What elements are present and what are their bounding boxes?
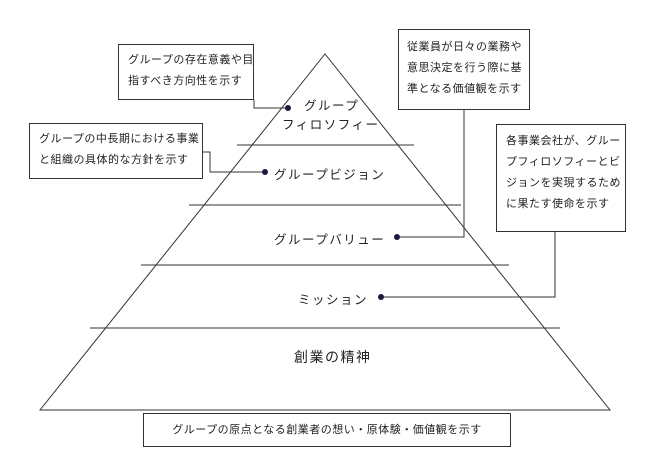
callout-vision: グループの中長期における事業 と組織の具体的な方針を示す bbox=[29, 123, 203, 179]
dot-vision bbox=[262, 169, 268, 175]
connector-value bbox=[397, 110, 465, 238]
connector-philosophy bbox=[253, 100, 286, 109]
callout-spirit: グループの原点となる創業者の想い・原体験・価値観を示す bbox=[143, 413, 511, 447]
callout-philosophy-line: グループの存在意義や目 bbox=[128, 53, 254, 66]
level-philosophy-line2: フィロソフィー bbox=[282, 117, 380, 132]
level-value: グループバリュー bbox=[274, 232, 386, 247]
dot-value bbox=[394, 234, 400, 240]
callout-mission-line: 各事業会社が、グルー bbox=[506, 134, 621, 147]
callout-value-line: 準となる価値観を示す bbox=[407, 82, 522, 95]
pyramid-outline bbox=[38, 53, 612, 411]
level-vision: グループビジョン bbox=[274, 167, 386, 182]
callout-philosophy: グループの存在意義や目 指すべき方向性を示す bbox=[118, 44, 254, 100]
connector-mission bbox=[381, 232, 556, 298]
callout-vision-line: と組織の具体的な方針を示す bbox=[39, 153, 189, 166]
callout-mission-line: プフィロソフィーとビ bbox=[506, 155, 621, 168]
level-mission: ミッション bbox=[298, 292, 369, 307]
connector-vision bbox=[203, 151, 263, 173]
callout-mission-line: ジョンを実現するため bbox=[506, 176, 621, 189]
level-philosophy: グループ フィロソフィー bbox=[282, 96, 380, 134]
dot-philosophy bbox=[285, 105, 291, 111]
callout-mission: 各事業会社が、グルー プフィロソフィーとビ ジョンを実現するため に果たす使命を… bbox=[496, 124, 626, 232]
callout-value-line: 従業員が日々の業務や bbox=[407, 40, 522, 53]
callout-philosophy-line: 指すべき方向性を示す bbox=[128, 74, 243, 87]
dot-mission bbox=[378, 294, 384, 300]
callout-value-line: 意思決定を行う際に基 bbox=[407, 61, 522, 74]
level-philosophy-line1: グループ bbox=[304, 98, 360, 113]
callout-mission-line: に果たす使命を示す bbox=[506, 197, 610, 210]
callout-vision-line: グループの中長期における事業 bbox=[39, 132, 200, 145]
callout-spirit-text: グループの原点となる創業者の想い・原体験・価値観を示す bbox=[172, 423, 482, 436]
level-spirit: 創業の精神 bbox=[294, 350, 372, 366]
callout-value: 従業員が日々の業務や 意思決定を行う際に基 準となる価値観を示す bbox=[398, 29, 530, 110]
